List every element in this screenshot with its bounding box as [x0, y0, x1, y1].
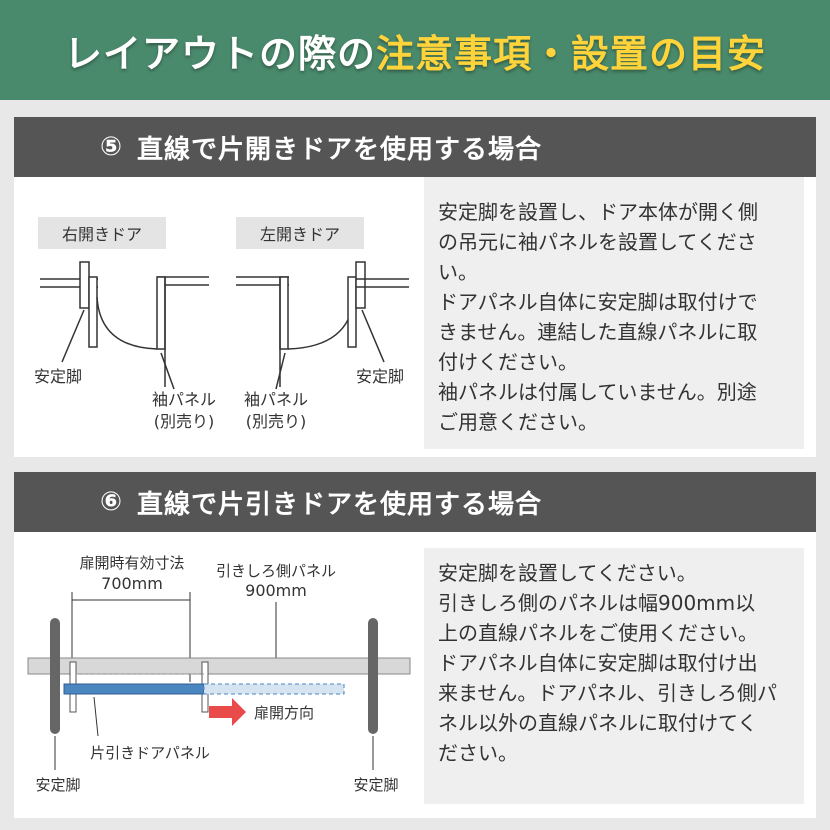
section-5-card: ⑤ 直線で片開きドアを使用する場合 右開きドア 左開きドア 安定脚 袖パネル (…: [14, 117, 816, 457]
note-line: ドアパネル自体に安定脚は取付けで: [438, 290, 758, 314]
stand-foot-right: [355, 261, 366, 309]
note-line: の吊元に袖パネルを設置してくださ: [438, 230, 757, 254]
sold-separately-label-a: (別売り): [154, 412, 215, 431]
sleeve-panel-right: [156, 276, 166, 350]
left-door-drawing: [236, 261, 409, 390]
stand-left: [50, 618, 60, 734]
note-line: ご用意ください。: [438, 410, 598, 434]
sleeve-panel-label-b: 袖パネル: [244, 390, 308, 409]
stand-right: [368, 618, 378, 734]
stand-label-6b: 安定脚: [353, 776, 398, 794]
door-panel-leader: [93, 696, 99, 737]
section-6-heading: 直線で片引きドアを使用する場合: [137, 489, 543, 520]
pull-side-panel-value: 900mm: [245, 581, 307, 600]
section-5-number: ⑤: [100, 132, 124, 162]
note-line: 引きしろ側のパネルは幅900mm以: [438, 591, 756, 615]
sliding-door-diagram: 扉開時有効寸法 700mm 引きしろ側パネル 900mm 扉開方向 片引きドアパ…: [27, 554, 411, 794]
open-direction-arrow-icon: [209, 698, 246, 726]
note-line: 付けください。: [438, 350, 578, 374]
stand-label-5a: 安定脚: [34, 367, 82, 386]
sold-separately-label-b: (別売り): [246, 412, 307, 431]
door-open-position: [203, 683, 345, 695]
stand-label-5b: 安定脚: [356, 367, 404, 386]
note-line: ださい。: [438, 741, 518, 765]
pull-side-panel-label: 引きしろ側パネル: [216, 562, 336, 580]
effective-width-value: 700mm: [101, 574, 163, 593]
note-line: きません。連結した直線パネルに取: [438, 320, 758, 344]
panel-line: [27, 657, 411, 675]
note-line: 安定脚を設置してください。: [438, 561, 697, 585]
page-title: レイアウトの際の注意事項・設置の目安: [64, 23, 766, 78]
section-6-number: ⑥: [100, 487, 124, 517]
hinged-door-diagram: 右開きドア 左開きドア 安定脚 袖パネル (別売り): [34, 217, 409, 431]
stand-foot-left: [79, 261, 90, 309]
open-direction-label: 扉開方向: [254, 704, 314, 722]
stand-label-6a: 安定脚: [35, 776, 80, 794]
section-6-notes: 安定脚を設置してください。 引きしろ側のパネルは幅900mm以 上の直線パネルを…: [424, 548, 804, 804]
sliding-door-panel: [63, 683, 205, 695]
note-line: 袖パネルは付属していません。別途: [438, 380, 757, 404]
effective-width-label: 扉開時有効寸法: [79, 554, 184, 572]
left-door-label-bg: [236, 217, 364, 249]
title-banner: レイアウトの際の注意事項・設置の目安: [0, 0, 830, 100]
note-line: 上の直線パネルをご使用ください。: [438, 621, 758, 645]
note-line: ネル以外の直線パネルに取付けてく: [438, 711, 758, 735]
door-panel-right: [88, 276, 98, 348]
section-6-header: ⑥ 直線で片引きドアを使用する場合: [14, 472, 816, 532]
note-line: 安定脚を設置し、ドア本体が開く側: [438, 200, 758, 224]
sleeve-panel-left: [279, 276, 289, 350]
section-6-card: ⑥ 直線で片引きドアを使用する場合 扉開時有効寸法 700mm 引きしろ側パネル…: [14, 472, 816, 818]
note-line: い。: [438, 260, 478, 284]
sleeve-panel-label-a: 袖パネル: [152, 390, 216, 409]
right-door-label: 右開きドア: [62, 225, 142, 244]
section-5-header: ⑤ 直線で片開きドアを使用する場合: [14, 117, 816, 177]
section-5-heading: 直線で片開きドアを使用する場合: [137, 134, 543, 165]
right-door-label-bg: [38, 217, 166, 249]
section-5-notes: 安定脚を設置し、ドア本体が開く側 の吊元に袖パネルを設置してくださ い。 ドアパ…: [424, 177, 804, 449]
page-title-accent: 注意事項・設置の目安: [376, 31, 767, 76]
left-door-label: 左開きドア: [260, 225, 340, 244]
note-line: ドアパネル自体に安定脚は取付け出: [438, 651, 758, 675]
sliding-door-panel-label: 片引きドアパネル: [90, 744, 210, 762]
note-line: 来ません。ドアパネル、引きしろ側パ: [438, 681, 777, 705]
page-title-plain: レイアウトの際の: [63, 31, 376, 76]
door-panel-left: [347, 276, 357, 348]
right-door-drawing: [40, 261, 209, 390]
